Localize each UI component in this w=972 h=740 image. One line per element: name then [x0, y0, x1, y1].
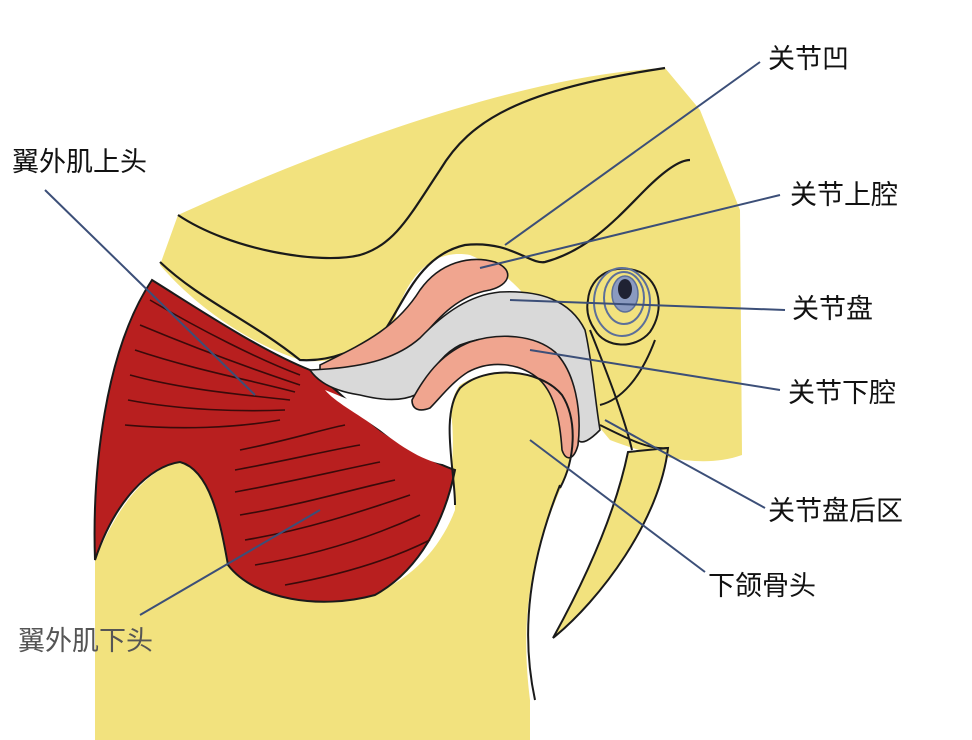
- leader-articular-fossa: [504, 61, 761, 246]
- label-lateral-pterygoid-inferior-head: 翼外肌下头: [18, 626, 153, 657]
- inferior-joint-cavity: [411, 335, 580, 459]
- articular-fossa-outline: [177, 66, 666, 260]
- label-inferior-joint-cavity: 关节下腔: [788, 378, 896, 409]
- mandible: [95, 372, 575, 740]
- ear-canal: [586, 267, 660, 346]
- label-articular-disc: 关节盘: [792, 294, 873, 325]
- muscle-fibers: [124, 299, 431, 586]
- label-retrodiscal-region: 关节盘后区: [768, 496, 903, 527]
- leader-inferior-head: [139, 509, 321, 616]
- leader-condyle: [529, 439, 706, 573]
- leader-superior-head: [44, 189, 256, 396]
- leader-lines: [44, 61, 786, 616]
- styloid-process: [552, 446, 670, 639]
- label-superior-joint-cavity: 关节上腔: [790, 180, 898, 211]
- label-lateral-pterygoid-superior-head: 翼外肌上头: [12, 147, 147, 178]
- temporal-bone: [160, 68, 742, 462]
- label-mandibular-condyle: 下颌骨头: [708, 571, 816, 602]
- leader-articular-disc: [509, 299, 786, 311]
- leader-retrodiscal: [604, 419, 766, 509]
- leader-inferior-cavity: [529, 349, 781, 391]
- leader-superior-cavity: [479, 194, 781, 269]
- label-articular-fossa: 关节凹: [768, 44, 849, 75]
